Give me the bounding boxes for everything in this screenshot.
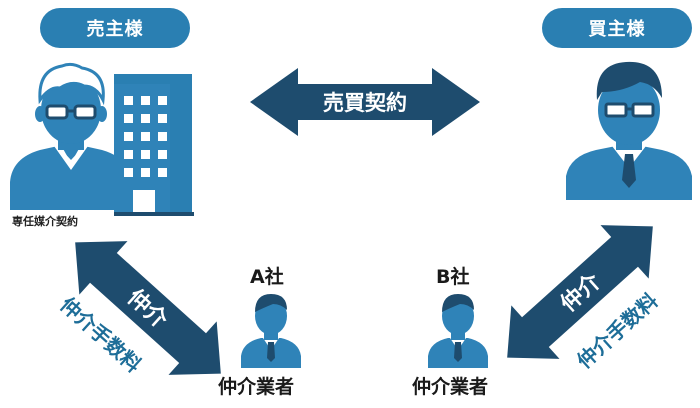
agent-icon — [241, 294, 301, 368]
sales-contract-arrow: 売買契約 — [250, 68, 480, 136]
seller-pill: 売主様 — [40, 8, 190, 48]
buyer-pill: 買主様 — [542, 8, 692, 48]
agent-icon — [428, 294, 488, 368]
young-man-icon — [566, 61, 692, 200]
exclusive-mediation-contract-label: 専任媒介契約 — [12, 215, 78, 228]
company-a-label: A社 — [250, 266, 284, 288]
agent-a-role-label: 仲介業者 — [218, 376, 295, 398]
building-icon — [114, 74, 194, 216]
sales-contract-label: 売買契約 — [323, 91, 407, 115]
agent-b-role-label: 仲介業者 — [412, 376, 489, 398]
company-b-label: B社 — [436, 266, 470, 288]
right-brokerage-arrow: 仲介 — [507, 225, 653, 359]
seller-label: 売主様 — [86, 19, 144, 40]
elderly-man-icon — [10, 62, 132, 210]
buyer-label: 買主様 — [588, 19, 646, 40]
